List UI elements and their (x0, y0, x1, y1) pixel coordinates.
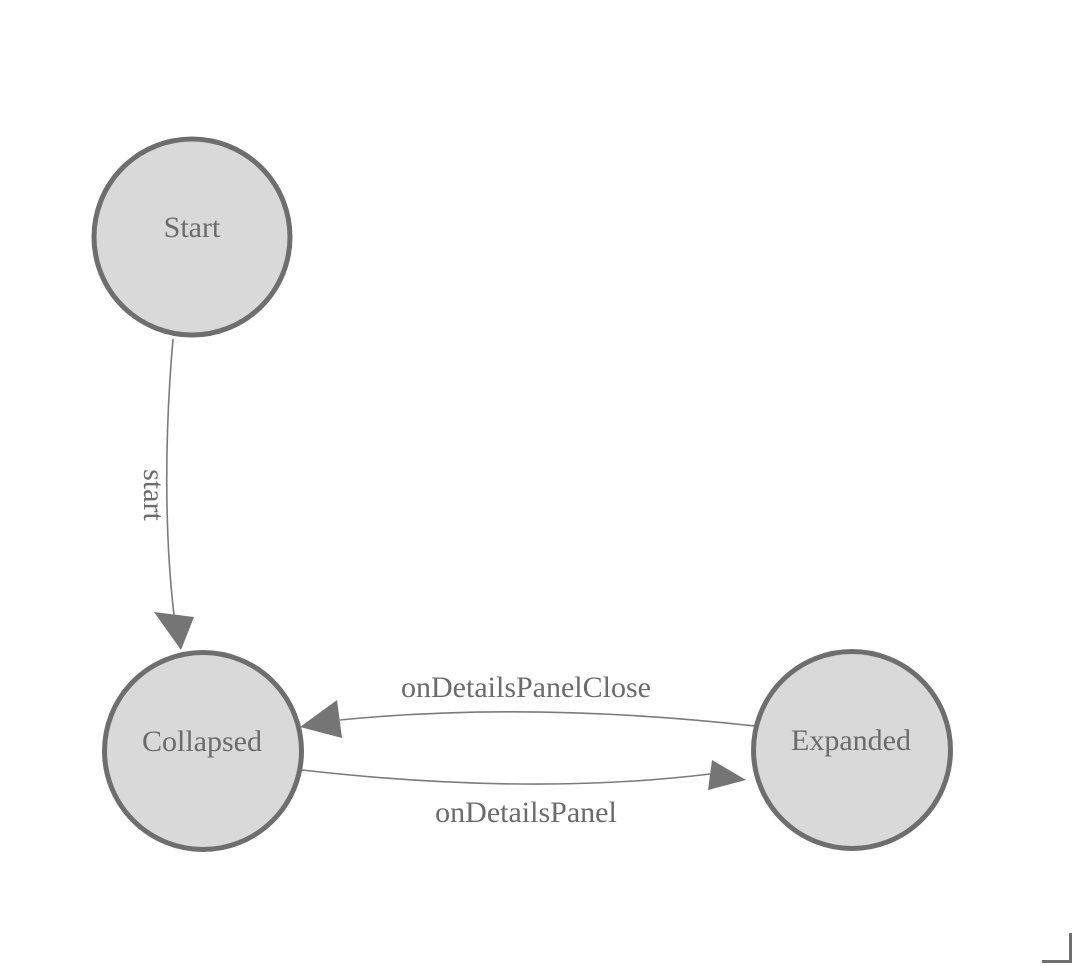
edge-path-close (339, 710, 756, 727)
state-node-start[interactable]: Start (91, 136, 293, 338)
edge-label-ondetailspanelclose: onDetailsPanelClose (401, 671, 651, 704)
arrowhead-down-icon (154, 612, 194, 650)
state-circle-collapsed[interactable] (102, 650, 304, 852)
edge-expanded-to-collapsed: onDetailsPanelClose (300, 671, 756, 738)
arrowhead-left-icon (300, 700, 342, 738)
state-label-collapsed: Collapsed (142, 725, 262, 758)
edge-label-start: start (137, 469, 170, 521)
state-label-start: Start (164, 211, 221, 244)
state-circle-expanded[interactable] (751, 649, 953, 851)
arrowhead-right-icon (708, 760, 746, 790)
edge-path-open (301, 769, 711, 785)
state-node-expanded[interactable]: Expanded (751, 649, 953, 851)
state-node-collapsed[interactable]: Collapsed (102, 650, 304, 852)
edge-path-start (165, 338, 175, 616)
edge-collapsed-to-expanded: onDetailsPanel (301, 760, 746, 829)
state-circle-start[interactable] (91, 136, 293, 338)
edge-label-ondetailspanel: onDetailsPanel (435, 796, 617, 829)
state-label-expanded: Expanded (791, 724, 911, 757)
edge-start-to-collapsed: start (137, 338, 194, 650)
canvas-corner-mark (1042, 933, 1072, 963)
